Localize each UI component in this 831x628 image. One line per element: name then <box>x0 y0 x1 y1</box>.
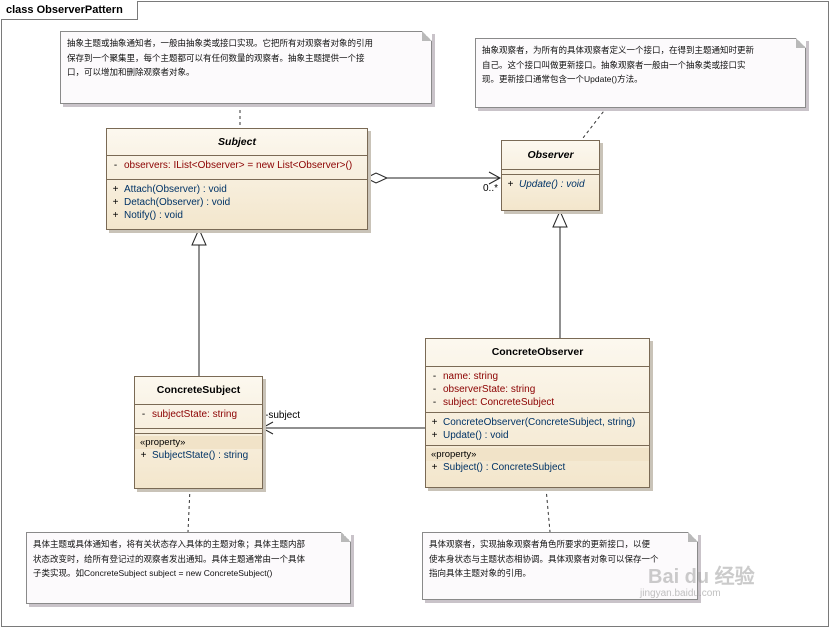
note-line: 现。更新接口通常包含一个Update()方法。 <box>482 74 643 84</box>
role-label: -subject <box>265 410 301 421</box>
class-name: Subject <box>107 129 367 156</box>
observer-note-anchor <box>582 106 608 139</box>
diagram-title: class ObserverPattern <box>1 1 138 20</box>
operations-section: + ConcreteObserver(ConcreteSubject, stri… <box>426 413 649 446</box>
operation-row: + Update() : void <box>507 179 585 190</box>
operation-row: + SubjectState() : string <box>140 450 249 461</box>
multiplicity-label: 0..* <box>483 183 499 194</box>
operation-row: + Detach(Observer) : void <box>112 197 231 208</box>
note-line: 状态改变时，给所有登记过的观察者发出通知。具体主题通常由一个具体 <box>33 553 306 564</box>
watermark-logo: Bai du 经验 <box>648 566 755 588</box>
observer-generalization-arrow <box>552 209 568 228</box>
note-fold-corner <box>688 532 698 542</box>
attribute-row: - subject: ConcreteSubject <box>432 397 555 408</box>
operation-row: + Update() : void <box>431 430 509 441</box>
class-name: ConcreteObserver <box>426 339 649 367</box>
attributes-section: - name: string - observerState: string -… <box>426 367 649 413</box>
observer-note: 抽象观察者，为所有的具体观察者定义一个接口，在得到主题通知时更新 自己。这个接口… <box>475 38 806 108</box>
note-line: 使本身状态与主题状态相协调。具体观察者对象可以保存一个 <box>429 553 659 564</box>
note-line: 抽象主题或抽象通知者，一般由抽象类或接口实现。它把所有对观察者对象的引用 <box>67 38 374 48</box>
attribute-row: - name: string <box>432 371 499 382</box>
property-stereotype: «property» <box>426 448 649 461</box>
subject-note: 抽象主题或抽象通知者，一般由抽象类或接口实现。它把所有对观察者对象的引用 保存到… <box>60 31 432 104</box>
spacer-section <box>135 429 262 434</box>
note-fold-corner <box>341 532 351 542</box>
note-fold-corner <box>796 38 806 48</box>
aggregation-diamond <box>364 172 389 184</box>
subject-class[interactable]: Subject - observers: IList<Observer> = n… <box>106 128 368 230</box>
attribute-row: - observers: IList<Observer> = new List<… <box>113 160 353 171</box>
operations-section: + Attach(Observer) : void + Detach(Obser… <box>107 180 367 225</box>
attributes-section: - subjectState: string <box>135 405 262 429</box>
concrete-subject-class[interactable]: ConcreteSubject - subjectState: string «… <box>134 376 263 489</box>
attributes-section <box>502 170 599 175</box>
note-line: 具体观察者，实现抽象观察者角色所要求的更新接口，以便 <box>429 539 651 549</box>
note-line: 子类实现。如ConcreteSubject subject = new Conc… <box>33 568 273 578</box>
note-line: 自己。这个接口叫做更新接口。抽象观察者一般由一个抽象类或接口实 <box>482 59 746 70</box>
note-line: 抽象观察者，为所有的具体观察者定义一个接口，在得到主题通知时更新 <box>482 45 755 55</box>
class-name: Observer <box>502 141 599 170</box>
concrete-subject-note: 具体主题或具体通知者，将有关状态存入具体的主题对象；具体主题内部 状态改变时，给… <box>26 532 351 604</box>
operation-row: + Notify() : void <box>112 210 183 221</box>
observer-class[interactable]: Observer + Update() : void <box>501 140 600 211</box>
note-line: 保存到一个聚集里，每个主题都可以有任何数量的观察者。抽象主题提供一个接 <box>67 52 365 63</box>
concrete-observer-note: 具体观察者，实现抽象观察者角色所要求的更新接口，以便 使本身状态与主题状态相协调… <box>422 532 698 600</box>
watermark-url: jingyan.baidu.com <box>640 588 721 599</box>
attribute-row: - observerState: string <box>432 384 536 395</box>
operation-row: + Subject() : ConcreteSubject <box>431 462 566 473</box>
note-line: 指向具体主题对象的引用。 <box>429 568 532 578</box>
note-fold-corner <box>422 31 432 41</box>
attribute-row: - subjectState: string <box>141 409 238 420</box>
class-name: ConcreteSubject <box>135 377 262 405</box>
concrete-observer-class[interactable]: ConcreteObserver - name: string - observ… <box>425 338 650 488</box>
operation-row: + ConcreteObserver(ConcreteSubject, stri… <box>431 417 636 428</box>
operations-section: + Update() : void <box>502 175 599 194</box>
property-stereotype: «property» <box>135 436 262 449</box>
property-section: «property» + SubjectState() : string <box>135 434 262 462</box>
aggregation-arrowhead <box>488 171 502 185</box>
concrete-subject-note-anchor <box>187 487 191 533</box>
note-line: 口，可以增加和删除观察者对象。 <box>67 67 195 77</box>
note-line: 具体主题或具体通知者，将有关状态存入具体的主题对象；具体主题内部 <box>33 539 306 549</box>
operation-row: + Attach(Observer) : void <box>112 184 227 195</box>
attributes-section: - observers: IList<Observer> = new List<… <box>107 156 367 180</box>
subject-generalization-arrow <box>191 227 207 246</box>
property-section: «property» + Subject() : ConcreteSubject <box>426 446 649 474</box>
concrete-observer-note-anchor <box>545 487 551 533</box>
